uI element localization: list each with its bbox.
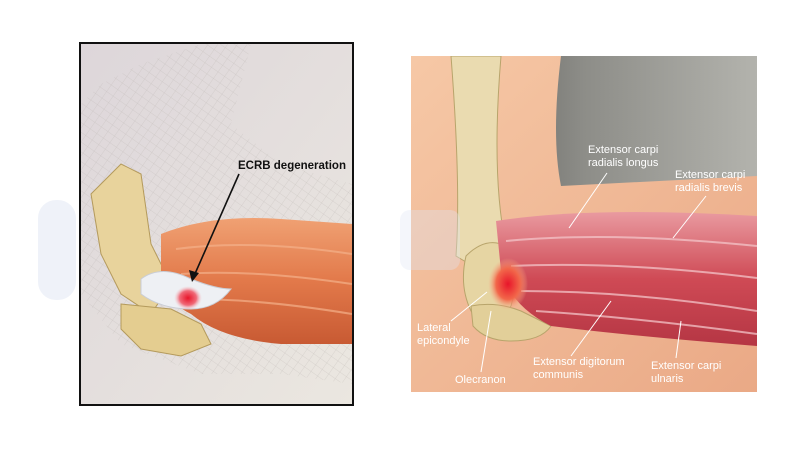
olecranon-leader bbox=[480, 310, 492, 373]
ecu-leader bbox=[675, 320, 682, 359]
olecranon-bone bbox=[120, 303, 212, 357]
label-ecrb: Extensor carpi radialis brevis bbox=[675, 169, 746, 194]
label-edc: Extensor digitorum communis bbox=[533, 356, 625, 381]
right-illustration-panel: Extensor carpi radialis longus Extensor … bbox=[411, 56, 757, 392]
label-lateral-epicondyle: Lateral epicondyle bbox=[417, 322, 470, 347]
label-olecranon: Olecranon bbox=[455, 374, 506, 386]
annotation-arrow bbox=[193, 173, 240, 277]
right-elbow-drawing bbox=[411, 56, 757, 392]
ecrb-lesion bbox=[174, 286, 202, 310]
left-illustration-panel: ECRB degeneration bbox=[79, 42, 354, 406]
humerus-bone bbox=[450, 56, 507, 272]
ecrl-leader bbox=[568, 172, 608, 229]
ecrb-degeneration-label: ECRB degeneration bbox=[238, 160, 346, 172]
extensor-muscle-bundle bbox=[161, 218, 352, 344]
annotation-arrowhead bbox=[189, 270, 199, 282]
ecrb-origin-lesion bbox=[488, 258, 528, 310]
label-ecu: Extensor carpi ulnaris bbox=[651, 360, 722, 385]
label-ecrl: Extensor carpi radialis longus bbox=[588, 144, 659, 169]
edc-leader bbox=[570, 300, 612, 357]
ecrb-leader bbox=[672, 195, 707, 239]
lateral-epicondyle-leader bbox=[450, 291, 488, 322]
left-elbow-drawing bbox=[81, 44, 352, 404]
